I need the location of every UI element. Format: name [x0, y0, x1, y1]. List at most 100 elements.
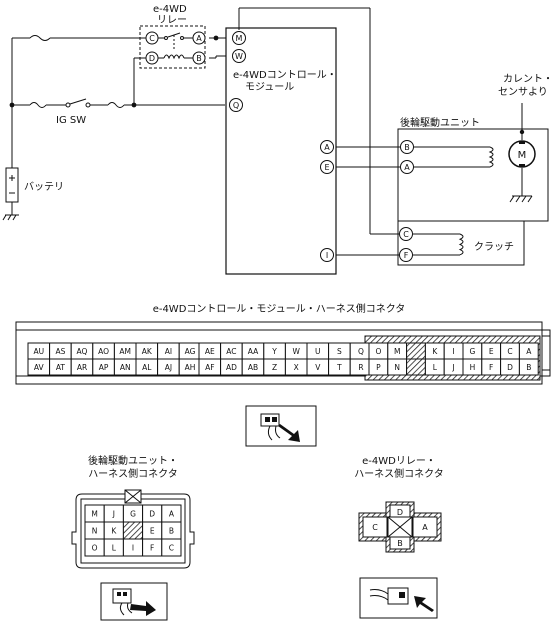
pin-label: AP — [99, 363, 109, 372]
svg-text:E: E — [324, 163, 329, 172]
pin-label: U — [315, 347, 321, 356]
pin-label: AQ — [77, 347, 88, 356]
ig-switch-icon — [65, 102, 91, 108]
svg-text:I: I — [326, 251, 328, 260]
pin-label: T — [336, 363, 342, 372]
module-pins: M W Q A E I — [229, 31, 334, 262]
pin-label: M — [394, 347, 400, 356]
motor-icon: M — [508, 140, 536, 168]
pin-label: J — [112, 510, 115, 519]
pin-label: A — [526, 347, 532, 356]
pin-label: H — [470, 363, 476, 372]
pin-label: E — [489, 347, 494, 356]
pin-label: AB — [248, 363, 258, 372]
pin-label: D — [149, 510, 155, 519]
pin-label: Y — [271, 347, 277, 356]
pin-cell — [161, 538, 182, 557]
svg-text:W: W — [235, 52, 243, 61]
pin-label: AM — [119, 347, 131, 356]
pin-label: R — [358, 363, 363, 372]
blank-pin-cell — [406, 342, 426, 360]
pin-label: K — [111, 527, 117, 536]
svg-text:F: F — [404, 251, 409, 260]
pin-label: AJ — [165, 363, 172, 372]
connector-view-icon — [100, 582, 168, 621]
pin-label: AU — [33, 347, 44, 356]
connector-view-icon — [359, 577, 438, 619]
svg-text:M: M — [236, 34, 243, 43]
pin-label: F — [489, 363, 493, 372]
pin-label: G — [469, 347, 475, 356]
pin-label: O — [92, 544, 98, 553]
svg-text:M: M — [518, 150, 527, 161]
connector-view-icon — [245, 405, 317, 447]
svg-text:B: B — [196, 54, 202, 63]
pin-label: AK — [142, 347, 153, 356]
blank-pin-cell — [406, 358, 426, 376]
pin-label: B — [526, 363, 531, 372]
relay-pins: C A D B — [145, 31, 206, 65]
pin-label: AI — [165, 347, 172, 356]
pin-label: F — [150, 544, 154, 553]
rear-unit-pins: B A — [400, 140, 414, 174]
svg-text:C: C — [403, 230, 409, 239]
schematic — [11, 7, 400, 256]
blank-pin-cell — [122, 521, 144, 540]
relay-switch-icon — [158, 32, 193, 51]
rear-connector-latch — [124, 489, 142, 504]
pin-label: X — [294, 363, 299, 372]
harness-connector-title: e-4WDコントロール・モジュール・ハーネス側コネクタ — [153, 302, 406, 315]
pin-label: P — [376, 363, 381, 372]
svg-text:A: A — [324, 143, 330, 152]
relay-title-2: リレー — [157, 15, 187, 26]
rear-unit-label: 後輪駆動ユニット — [400, 116, 480, 129]
ig-sw-label: IG SW — [56, 115, 86, 126]
relay-connector-body — [358, 501, 442, 553]
relay-coil-icon — [158, 54, 193, 60]
pin-label: O — [375, 347, 381, 356]
svg-text:A: A — [196, 34, 202, 43]
pin-label: AN — [120, 363, 131, 372]
rear-connector-title-2: ハーネス側コネクタ — [88, 467, 178, 480]
pin-label: AS — [55, 347, 65, 356]
rear-connector-title-1: 後輪駆動ユニット・ — [88, 454, 178, 467]
svg-text:A: A — [404, 163, 410, 172]
pin-label: V — [315, 363, 321, 372]
clutch-coil-icon — [413, 233, 464, 256]
pin-label: D — [507, 363, 513, 372]
svg-text:B: B — [404, 143, 410, 152]
current-sensor-label-1: カレント・ — [503, 73, 553, 85]
svg-text:C: C — [372, 523, 378, 532]
pin-label: Z — [272, 363, 277, 372]
pin-label: Q — [358, 347, 364, 356]
pin-label: J — [451, 363, 454, 372]
current-sensor-label-2: センサより — [498, 86, 548, 98]
pin-label: L — [112, 544, 117, 553]
pin-label: AF — [205, 363, 214, 372]
pin-label: I — [132, 544, 134, 553]
pin-label: C — [169, 544, 174, 553]
pin-label: B — [169, 527, 174, 536]
pin-cell — [518, 358, 539, 376]
junction-dots — [9, 35, 219, 108]
module-title-1: e-4WDコントロール・ — [233, 70, 337, 81]
svg-text:A: A — [422, 523, 428, 532]
battery-label: バッテリ — [24, 181, 64, 193]
pin-label: A — [169, 510, 175, 519]
pin-label: W — [292, 347, 300, 356]
pin-label: N — [92, 527, 98, 536]
clutch-label: クラッチ — [474, 241, 514, 253]
battery-icon — [2, 167, 19, 221]
pin-label: AR — [77, 363, 87, 372]
pin-label: E — [150, 527, 155, 536]
pin-label: AG — [185, 347, 196, 356]
pin-label: AO — [98, 347, 109, 356]
clutch-box — [397, 220, 525, 266]
relay-title-1: e-4WD — [153, 4, 187, 15]
svg-text:C: C — [149, 34, 155, 43]
pin-label: N — [394, 363, 400, 372]
